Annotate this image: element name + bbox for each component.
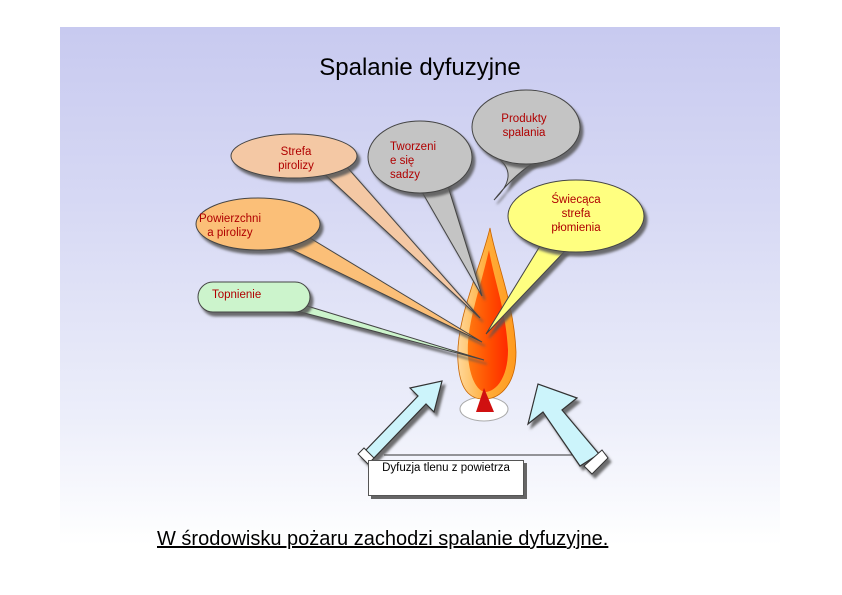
label-tworzenie-sadzy: Tworzeni e się sadzy [390,140,438,182]
label-produkty-spalania: Produkty spalania [492,112,556,140]
diffusion-label-box: Dyfuzja tlenu z powietrza [368,460,524,496]
slide-title: Spalanie dyfuzyjne [60,54,780,82]
oxygen-arrow-left [358,381,442,464]
label-topnienie: Topnienie [212,288,290,301]
label-swiecaca-strefa: Świecąca strefa płomienia [536,193,616,235]
oxygen-arrow-right [528,384,608,474]
callout-tworzenie-sadzy [414,178,482,296]
footer-caption: W środowisku pożaru zachodzi spalanie dy… [157,528,608,551]
label-strefa-pirolizy: Strefa pirolizy [264,145,328,173]
diffusion-label: Dyfuzja tlenu z powietrza [382,462,510,474]
label-powierzchnia-pirolizy: Powierzchni a pirolizy [198,212,262,240]
